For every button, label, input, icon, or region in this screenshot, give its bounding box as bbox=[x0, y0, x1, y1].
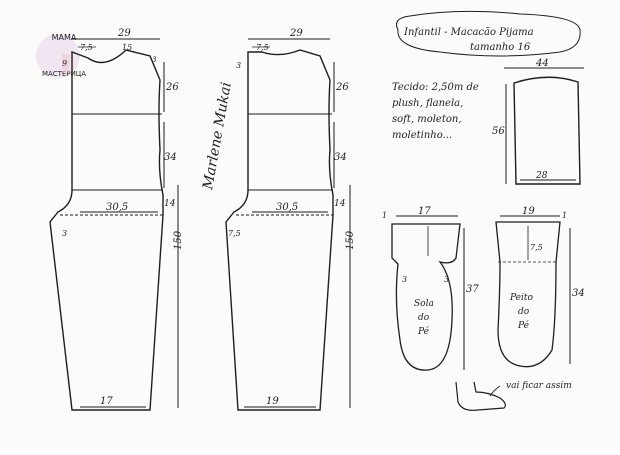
title-block: Infantil - Macacão Pijama tamanho 16 bbox=[396, 10, 581, 57]
back-bodysuit-piece: 29 7,5 3 26 34 14 150 30,5 7,5 19 bbox=[225, 28, 356, 411]
front-neck-depth: 9 bbox=[62, 59, 67, 68]
back-hem-width: 19 bbox=[266, 396, 279, 407]
sleeve-length: 56 bbox=[492, 126, 505, 137]
front-bodysuit-piece: 29 7,5 9 15 3 26 34 14 150 30,5 3 17 bbox=[49, 28, 184, 411]
front-total-len: 150 bbox=[173, 230, 184, 250]
top-foot-label-line1: Peito bbox=[509, 293, 533, 303]
back-top-width: 29 bbox=[289, 28, 303, 39]
front-shoulder: 15 bbox=[122, 43, 132, 52]
top-foot-height: 34 bbox=[572, 288, 585, 299]
title-cloud bbox=[396, 10, 581, 57]
top-foot-corner-mark: 1 bbox=[562, 211, 567, 220]
foot-note: vai ficar assim bbox=[506, 381, 572, 391]
fabric-note-line1: Tecido: 2,50m de bbox=[392, 82, 479, 93]
top-foot-depth: 7,5 bbox=[530, 243, 543, 252]
sole-label-line1: Sola bbox=[414, 299, 434, 309]
foot-sketch-arrow bbox=[489, 385, 501, 397]
front-hem-width: 17 bbox=[100, 396, 113, 407]
sole-label-line2: do bbox=[418, 313, 430, 323]
back-neck-width: 7,5 bbox=[256, 43, 269, 52]
fabric-note: Tecido: 2,50m de plush, flanela, soft, m… bbox=[392, 82, 479, 141]
fabric-note-line3: soft, moleton, bbox=[392, 114, 462, 125]
sole-top-width: 17 bbox=[418, 206, 431, 217]
front-crotch-len: 14 bbox=[164, 199, 176, 209]
sleeve-cuff-width: 28 bbox=[535, 171, 548, 181]
watermark-logo: МАМА МАСТЕРИЦА bbox=[36, 33, 86, 78]
sleeve-outline bbox=[513, 76, 581, 185]
back-crotch-len: 14 bbox=[334, 199, 346, 209]
sole-left-mark: 3 bbox=[402, 275, 407, 284]
back-hip-width: 30,5 bbox=[276, 202, 298, 213]
title-line1: Infantil - Macacão Pijama bbox=[403, 27, 534, 38]
front-side-mark: 3 bbox=[62, 229, 67, 238]
finished-foot-sketch: vai ficar assim bbox=[455, 381, 572, 411]
watermark-line1: МАМА bbox=[52, 33, 77, 42]
title-line2: tamanho 16 bbox=[470, 42, 531, 53]
front-torso-len: 34 bbox=[164, 152, 177, 163]
sole-corner-mark: 1 bbox=[382, 211, 387, 220]
sole-outline bbox=[391, 223, 461, 371]
sleeve-top-width: 44 bbox=[535, 58, 549, 69]
sole-height: 37 bbox=[466, 284, 479, 295]
top-foot-outline bbox=[495, 221, 561, 368]
front-neck-depth-box bbox=[62, 54, 70, 72]
front-piece-outline bbox=[49, 49, 164, 411]
top-foot-label-line3: Pé bbox=[517, 320, 530, 331]
top-foot-top-width: 19 bbox=[522, 206, 535, 217]
front-shoulder-drop: 3 bbox=[152, 56, 157, 64]
fabric-note-line2: plush, flanela, bbox=[392, 98, 463, 109]
sole-label-line3: Pé bbox=[417, 326, 430, 337]
back-piece-outline bbox=[225, 49, 334, 411]
back-bodice-len: 26 bbox=[335, 82, 349, 93]
back-shoulder-drop: 3 bbox=[236, 61, 241, 70]
sleeve-piece: 44 56 28 bbox=[492, 58, 584, 185]
front-top-width: 29 bbox=[117, 28, 131, 39]
front-bodice-len: 26 bbox=[165, 82, 179, 93]
watermark-line2: МАСТЕРИЦА bbox=[42, 70, 86, 78]
designer-signature: Marlene Mukai bbox=[200, 81, 235, 192]
sole-right-mark: 3 bbox=[444, 275, 449, 284]
foot-sketch-outline bbox=[455, 381, 506, 411]
top-foot-piece: 19 1 7,5 34 Peito do Pé bbox=[495, 206, 585, 368]
top-foot-label-line2: do bbox=[518, 307, 530, 317]
back-torso-len: 34 bbox=[334, 152, 347, 163]
back-side-mark: 7,5 bbox=[228, 229, 241, 238]
front-hip-width: 30,5 bbox=[106, 202, 128, 213]
sole-piece: 17 1 3 3 37 Sola do Pé bbox=[382, 206, 479, 371]
fabric-note-line4: moletinho... bbox=[392, 130, 452, 141]
back-total-len: 150 bbox=[345, 230, 356, 250]
front-neck-width: 7,5 bbox=[80, 43, 93, 52]
